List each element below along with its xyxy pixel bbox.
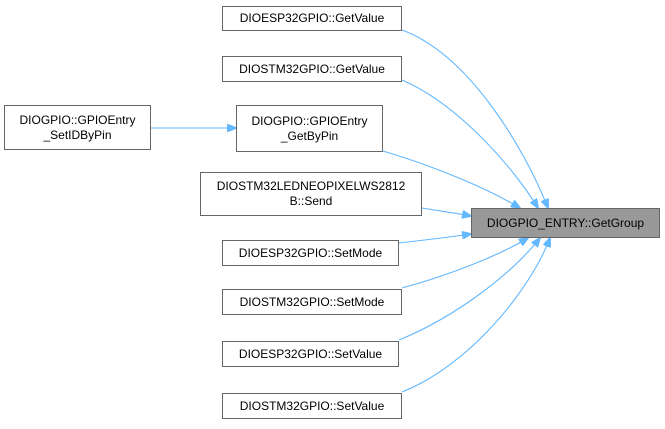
caller-node-esp-setvalue[interactable]: DIOESP32GPIO::SetValue: [222, 341, 399, 367]
caller-node-stm-setvalue[interactable]: DIOSTM32GPIO::SetValue: [222, 393, 402, 419]
target-node-label: DIOGPIO_ENTRY::GetGroup: [486, 215, 645, 230]
edge-stm-getvalue: [401, 79, 538, 208]
caller-node-stm-getvalue[interactable]: DIOSTM32GPIO::GetValue: [222, 56, 402, 82]
caller-node-label: DIOSTM32GPIO::SetValue: [239, 398, 385, 413]
caller-node-esp-getvalue[interactable]: DIOESP32GPIO::GetValue: [222, 6, 402, 31]
caller-node-esp-setmode[interactable]: DIOESP32GPIO::SetMode: [222, 240, 399, 266]
edge-stm-setvalue: [401, 238, 550, 393]
edge-esp-setmode: [398, 234, 471, 244]
caller-node-label-line1: DIOSTM32LEDNEOPIXELWS2812: [216, 179, 406, 193]
caller-node-label: DIOSTM32GPIO::SetMode: [239, 294, 385, 309]
secondary-caller-label-line2: _SetIDByPin: [43, 127, 112, 142]
caller-node-entry-getbypin[interactable]: DIOGPIO::GPIOEntry _GetByPin: [236, 105, 383, 152]
secondary-caller-node-setidbypin[interactable]: DIOGPIO::GPIOEntry _SetIDByPin: [4, 105, 151, 150]
secondary-caller-label-line1: DIOGPIO::GPIOEntry: [19, 112, 136, 127]
caller-node-label: DIOESP32GPIO::SetMode: [238, 245, 383, 260]
edge-stm-setmode: [401, 238, 528, 289]
edge-entry-getbypin: [382, 150, 520, 208]
edge-led-send: [421, 207, 471, 216]
target-node-getgroup: DIOGPIO_ENTRY::GetGroup: [471, 208, 660, 238]
edge-esp-getvalue: [401, 29, 548, 208]
caller-node-label-line1: DIOGPIO::GPIOEntry: [251, 113, 368, 128]
edge-esp-setvalue: [398, 238, 540, 341]
caller-node-label-line2: _GetByPin: [280, 128, 339, 143]
caller-node-label: DIOESP32GPIO::GetValue: [239, 11, 385, 25]
caller-node-stm-setmode[interactable]: DIOSTM32GPIO::SetMode: [222, 289, 402, 315]
caller-node-label-line2: B::Send: [289, 194, 333, 208]
caller-node-label: DIOESP32GPIO::SetValue: [238, 346, 383, 361]
caller-node-label: DIOSTM32GPIO::GetValue: [239, 61, 385, 76]
caller-node-led-send[interactable]: DIOSTM32LEDNEOPIXELWS2812 B::Send: [200, 172, 422, 216]
